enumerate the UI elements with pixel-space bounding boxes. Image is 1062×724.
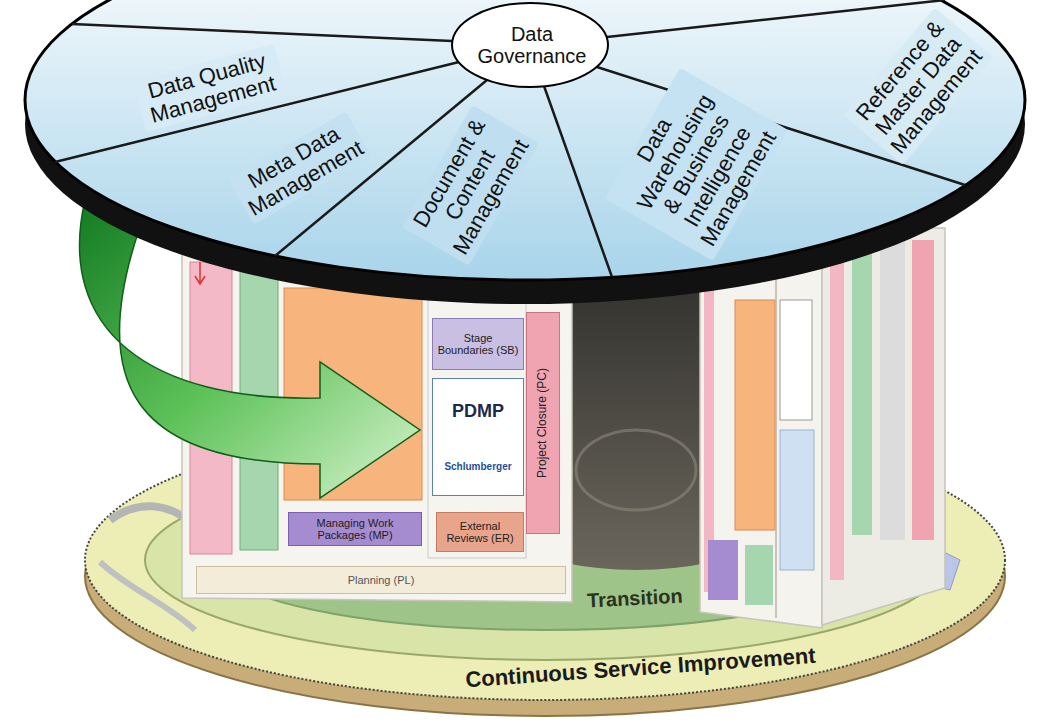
process-box: Project Closure (PC) bbox=[526, 312, 560, 534]
phase-block bbox=[780, 430, 814, 570]
wall-face bbox=[822, 228, 945, 625]
node-text: PDMP bbox=[452, 402, 504, 422]
phase-block bbox=[745, 545, 773, 605]
document-sheet bbox=[780, 300, 812, 420]
frame bbox=[428, 300, 526, 558]
interior-floor bbox=[576, 430, 696, 510]
hub-circle: Data Governance bbox=[470, 21, 594, 69]
segment-divider bbox=[544, 86, 612, 277]
document-box: PDMP Schlumberger bbox=[432, 378, 524, 496]
node-text: Stage Boundaries (SB) bbox=[436, 332, 520, 356]
node-text: Schlumberger bbox=[444, 461, 511, 472]
phase-bar bbox=[912, 240, 934, 540]
process-box: Stage Boundaries (SB) bbox=[432, 318, 524, 370]
stage-band: Planning (PL) bbox=[196, 566, 566, 594]
phase-bar bbox=[830, 240, 844, 580]
process-box: External Reviews (ER) bbox=[436, 512, 524, 552]
map-road bbox=[110, 506, 190, 522]
ring-label: Transition bbox=[587, 584, 684, 612]
map-road bbox=[100, 562, 195, 630]
phase-bar bbox=[880, 240, 905, 540]
hub-ellipse bbox=[452, 3, 608, 87]
fold-line bbox=[775, 255, 777, 618]
segment-divider bbox=[72, 24, 452, 41]
flow-mark bbox=[195, 262, 205, 284]
wall-face bbox=[700, 250, 822, 628]
phase-block bbox=[735, 300, 775, 530]
node-text: Managing Work Packages (MP) bbox=[292, 517, 418, 541]
process-box: Managing Work Packages (MP) bbox=[288, 512, 422, 546]
phase-block bbox=[708, 540, 738, 600]
wall-panel bbox=[822, 228, 945, 625]
disc-top bbox=[25, 0, 1025, 280]
wall-panel bbox=[700, 250, 822, 628]
node-text: Planning (PL) bbox=[348, 574, 415, 586]
node-text: Project Closure (PC) bbox=[536, 368, 549, 478]
segment-dividers bbox=[55, 0, 965, 277]
phase-bar bbox=[852, 235, 872, 535]
node-text: Data Governance bbox=[473, 23, 591, 67]
segment-divider bbox=[607, 0, 945, 37]
node-text: External Reviews (ER) bbox=[440, 520, 520, 544]
